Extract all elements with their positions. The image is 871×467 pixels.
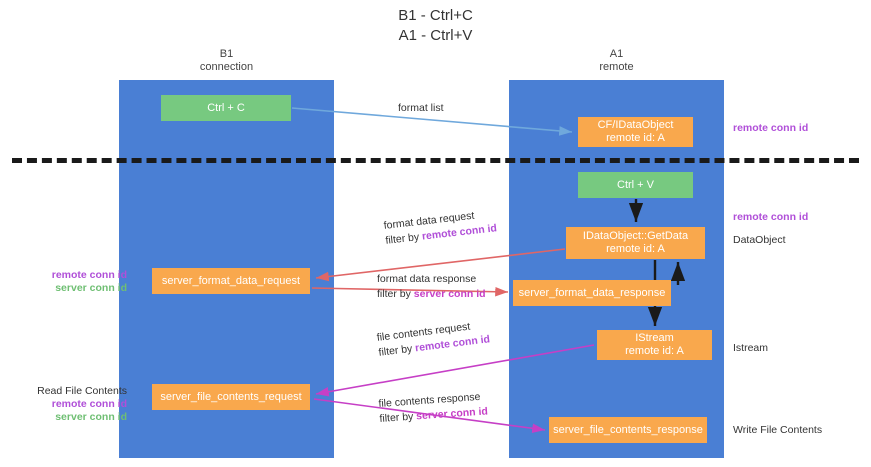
page-title: B1 - Ctrl+C A1 - Ctrl+V: [0, 6, 871, 46]
annotation-right-dataobject: remote conn id DataObject: [733, 211, 808, 247]
node-cf-idataobject-remote-id: remote id: A: [606, 132, 665, 144]
node-server-format-data-response[interactable]: server_format_data_response: [513, 280, 671, 306]
node-server-file-contents-response-label: server_file_contents_response: [553, 423, 703, 436]
node-server-file-contents-request[interactable]: server_file_contents_request: [152, 384, 310, 410]
swimlane-b1-role: connection: [199, 61, 254, 73]
annotation-read-file-contents: Read File Contents: [37, 385, 127, 397]
edge-label-format-data-response-title: format data response: [377, 273, 477, 285]
filter-prefix: filter by: [379, 410, 417, 425]
filter-key-server-conn-id: server conn id: [415, 405, 489, 423]
node-istream[interactable]: IStream remote id: A: [597, 330, 712, 360]
annotation-right-top-remote-conn-id: remote conn id: [733, 122, 809, 134]
node-istream-remote-id: remote id: A: [625, 345, 684, 357]
edge-label-file-contents-request: file contents request filter by remote c…: [376, 317, 491, 360]
annotation-left-remote-conn-id: remote conn id: [51, 269, 127, 281]
node-server-file-contents-response[interactable]: server_file_contents_response: [549, 417, 707, 443]
node-ctrl-c-label: Ctrl + C: [207, 101, 245, 114]
annotation-left-conn-ids: remote conn id server conn id: [22, 269, 127, 295]
annotation-write-file-contents: Write File Contents: [733, 424, 823, 436]
edge-label-format-data-response: format data response filter by server co…: [377, 272, 486, 302]
annotation-left-bottom-server-conn-id: server conn id: [55, 411, 127, 423]
edge-label-format-list: format list: [398, 101, 444, 116]
node-idataobject-getdata[interactable]: IDataObject::GetData remote id: A: [566, 227, 705, 259]
swimlane-b1-header: B1 connection: [119, 48, 334, 74]
annotation-left-read-file-contents: Read File Contents remote conn id server…: [22, 385, 127, 424]
filter-prefix: filter by: [377, 288, 414, 300]
node-ctrl-c[interactable]: Ctrl + C: [161, 95, 291, 121]
node-idataobject-getdata-remote-id: remote id: A: [606, 243, 665, 255]
edge-label-format-data-request: format data request filter by remote con…: [383, 206, 498, 248]
annotation-left-server-conn-id: server conn id: [55, 282, 127, 294]
node-ctrl-v[interactable]: Ctrl + V: [578, 172, 693, 198]
swimlane-a1-name: A1: [609, 48, 624, 60]
node-server-format-data-request-label: server_format_data_request: [161, 274, 301, 287]
annotation-left-bottom-remote-conn-id: remote conn id: [51, 398, 127, 410]
annotation-right-mid-remote-conn-id: remote conn id: [733, 211, 809, 223]
edge-label-format-data-response-filter: filter by server conn id: [377, 287, 486, 302]
annotation-istream: Istream: [733, 342, 769, 354]
node-idataobject-getdata-label: IDataObject::GetData: [582, 230, 689, 242]
annotation-right-write-file: Write File Contents: [733, 424, 822, 437]
swimlane-a1-header: A1 remote: [509, 48, 724, 74]
swimlane-a1-role: remote: [599, 61, 634, 73]
filter-prefix: filter by: [384, 230, 423, 247]
edge-label-format-list-text: format list: [398, 102, 444, 114]
phase-divider: [12, 158, 859, 163]
node-cf-idataobject-label: CF/IDataObject: [597, 119, 674, 131]
node-ctrl-v-label: Ctrl + V: [617, 178, 654, 191]
node-server-file-contents-request-label: server_file_contents_request: [160, 390, 302, 403]
edge-label-file-contents-response: file contents response filter by server …: [378, 389, 488, 426]
node-server-format-data-response-label: server_format_data_response: [518, 286, 666, 299]
title-line-1: B1 - Ctrl+C: [398, 7, 473, 24]
node-cf-idataobject[interactable]: CF/IDataObject remote id: A: [578, 117, 693, 147]
swimlane-b1-name: B1: [219, 48, 234, 60]
node-server-format-data-request[interactable]: server_format_data_request: [152, 268, 310, 294]
node-istream-label: IStream: [635, 332, 674, 344]
annotation-right-istream: Istream: [733, 342, 768, 355]
title-line-2: A1 - Ctrl+V: [398, 27, 473, 44]
filter-key-server-conn-id: server conn id: [413, 288, 486, 300]
annotation-right-top: remote conn id: [733, 122, 808, 135]
annotation-dataobject: DataObject: [733, 234, 786, 246]
filter-prefix: filter by: [377, 342, 416, 359]
